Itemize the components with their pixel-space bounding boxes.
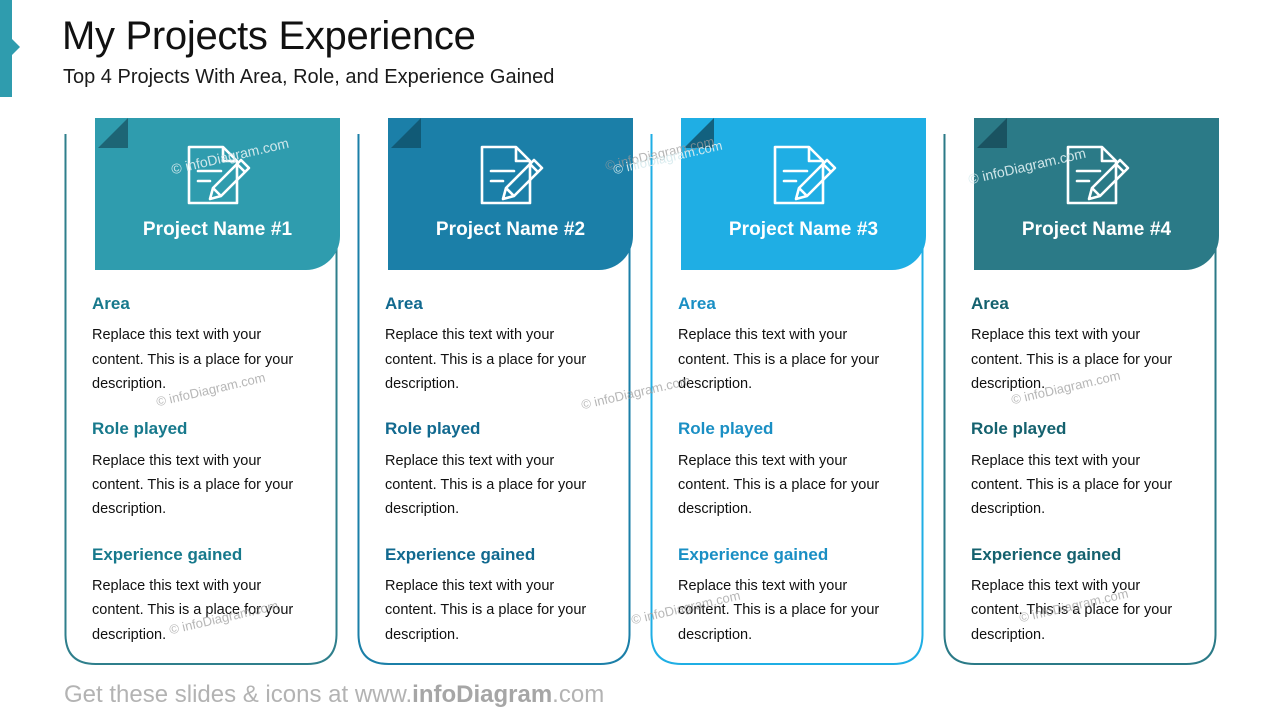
card-fold-corner [977, 118, 1007, 148]
card-header-4: Project Name #4 [974, 118, 1219, 270]
experience-heading: Experience gained [678, 544, 829, 564]
experience-heading: Experience gained [385, 544, 536, 564]
role-heading: Role played [385, 419, 481, 439]
card-header-1: Project Name #1 [95, 118, 340, 270]
area-text: Replace this text with your content. Thi… [385, 327, 587, 392]
document-pencil-icon [179, 140, 257, 223]
card-title-3: Project Name #3 [728, 219, 879, 240]
role-text: Replace this text with your content. Thi… [92, 452, 294, 518]
role-heading: Role played [678, 419, 774, 439]
document-pencil-icon [472, 140, 550, 223]
document-pencil-icon [1058, 140, 1136, 223]
area-heading: Area [971, 294, 1009, 313]
card-title-4: Project Name #4 [1021, 219, 1172, 240]
left-accent-bar [0, 0, 12, 97]
role-text: Replace this text with your content. Thi… [971, 452, 1173, 518]
role-heading: Role played [971, 419, 1067, 439]
experience-text: Replace this text with your content. Thi… [971, 577, 1173, 643]
role-text: Replace this text with your content. Thi… [678, 452, 880, 518]
footer-suffix: .com [552, 681, 605, 708]
area-text: Replace this text with your content. Thi… [92, 327, 294, 392]
card-fold-corner [391, 118, 421, 148]
footer-credit: Get these slides & icons at www.infoDiag… [64, 681, 604, 709]
experience-heading: Experience gained [92, 544, 243, 564]
area-heading: Area [92, 294, 130, 313]
page-title: My Projects Experience [62, 14, 476, 58]
card-fold-corner [98, 118, 128, 148]
experience-text: Replace this text with your content. Thi… [678, 577, 880, 643]
role-heading: Role played [92, 419, 188, 439]
experience-heading: Experience gained [971, 544, 1122, 564]
footer-brand: infoDiagram [412, 681, 553, 708]
card-title-1: Project Name #1 [142, 219, 293, 240]
card-header-2: Project Name #2 [388, 118, 633, 270]
area-heading: Area [385, 294, 423, 313]
experience-text: Replace this text with your content. Thi… [385, 577, 587, 643]
area-text: Replace this text with your content. Thi… [678, 327, 880, 392]
page-subtitle: Top 4 Projects With Area, Role, and Expe… [63, 66, 555, 88]
card-title-2: Project Name #2 [435, 219, 586, 240]
document-pencil-icon [765, 140, 843, 223]
card-fold-corner [684, 118, 714, 148]
role-text: Replace this text with your content. Thi… [385, 452, 587, 518]
left-accent-chevron-icon [11, 38, 20, 56]
experience-text: Replace this text with your content. Thi… [92, 577, 294, 643]
footer-prefix: Get these slides & icons at www. [64, 681, 413, 708]
card-header-3: Project Name #3 [681, 118, 926, 270]
area-heading: Area [678, 294, 716, 313]
area-text: Replace this text with your content. Thi… [971, 327, 1173, 392]
